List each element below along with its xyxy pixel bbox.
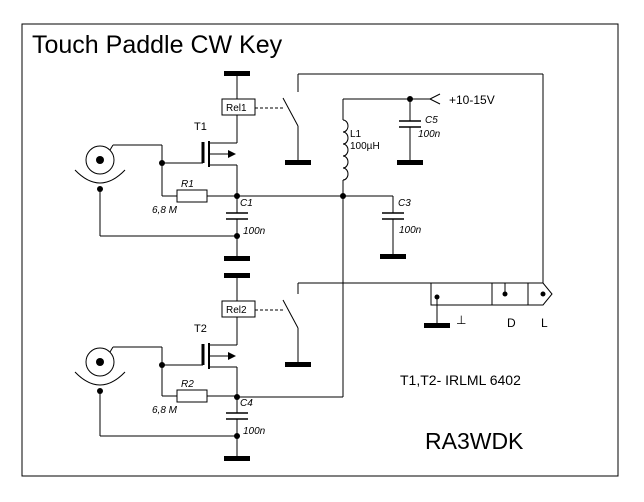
dot-pin-label: D — [507, 316, 516, 330]
dash-pin-label: L — [541, 316, 548, 330]
c5-value: 100n — [418, 129, 441, 140]
author-label: RA3WDK — [425, 428, 524, 454]
c3-label: C3 — [398, 198, 411, 209]
supply-label: +10-15V — [449, 93, 495, 107]
r1-value: 6,8 M — [152, 205, 178, 216]
schematic-border — [21, 23, 619, 477]
resistor-r2 — [176, 389, 208, 403]
c1-value: 100n — [243, 226, 266, 237]
power-section: +10-15V L1 100µH C5 100n C3 100n — [340, 93, 495, 397]
c3-value: 100n — [399, 225, 422, 236]
c4-value: 100n — [243, 426, 266, 437]
touch-sensor-2 — [74, 346, 237, 437]
bottom-channel: Rel2 T2 — [74, 273, 506, 461]
l1-label: L1 — [350, 129, 362, 140]
rel2-label: Rel2 — [226, 305, 247, 316]
rel1-label: Rel1 — [226, 103, 247, 114]
c1-label: C1 — [240, 198, 253, 209]
rail-bar — [224, 71, 250, 76]
t1-label: T1 — [194, 121, 207, 133]
l1-value: 100µH — [350, 141, 380, 152]
r2-label: R2 — [181, 379, 194, 390]
output-jack: ⊥ D L — [424, 282, 553, 330]
jack-ring — [491, 282, 529, 306]
jack-tip — [527, 282, 553, 306]
r2-value: 6,8 M — [152, 405, 178, 416]
transistor-note: T1,T2- IRLML 6402 — [400, 372, 521, 388]
jack-sleeve — [430, 282, 493, 306]
inductor-l1 — [342, 119, 349, 181]
resistor-r1 — [176, 189, 208, 203]
r1-label: R1 — [181, 179, 194, 190]
relay-rel2 — [221, 300, 256, 318]
relay-rel1 — [221, 98, 256, 116]
rail-bar — [224, 273, 250, 278]
relay-contact — [282, 97, 299, 127]
ground-pin-label: ⊥ — [456, 313, 466, 327]
touch-sensor-1 — [74, 144, 237, 237]
c4-label: C4 — [240, 398, 253, 409]
t2-label: T2 — [194, 323, 207, 335]
relay-contact — [282, 299, 299, 329]
schematic-title: Touch Paddle CW Key — [32, 31, 283, 59]
top-channel: Rel1 T1 — [74, 71, 544, 283]
c5-label: C5 — [425, 115, 438, 126]
